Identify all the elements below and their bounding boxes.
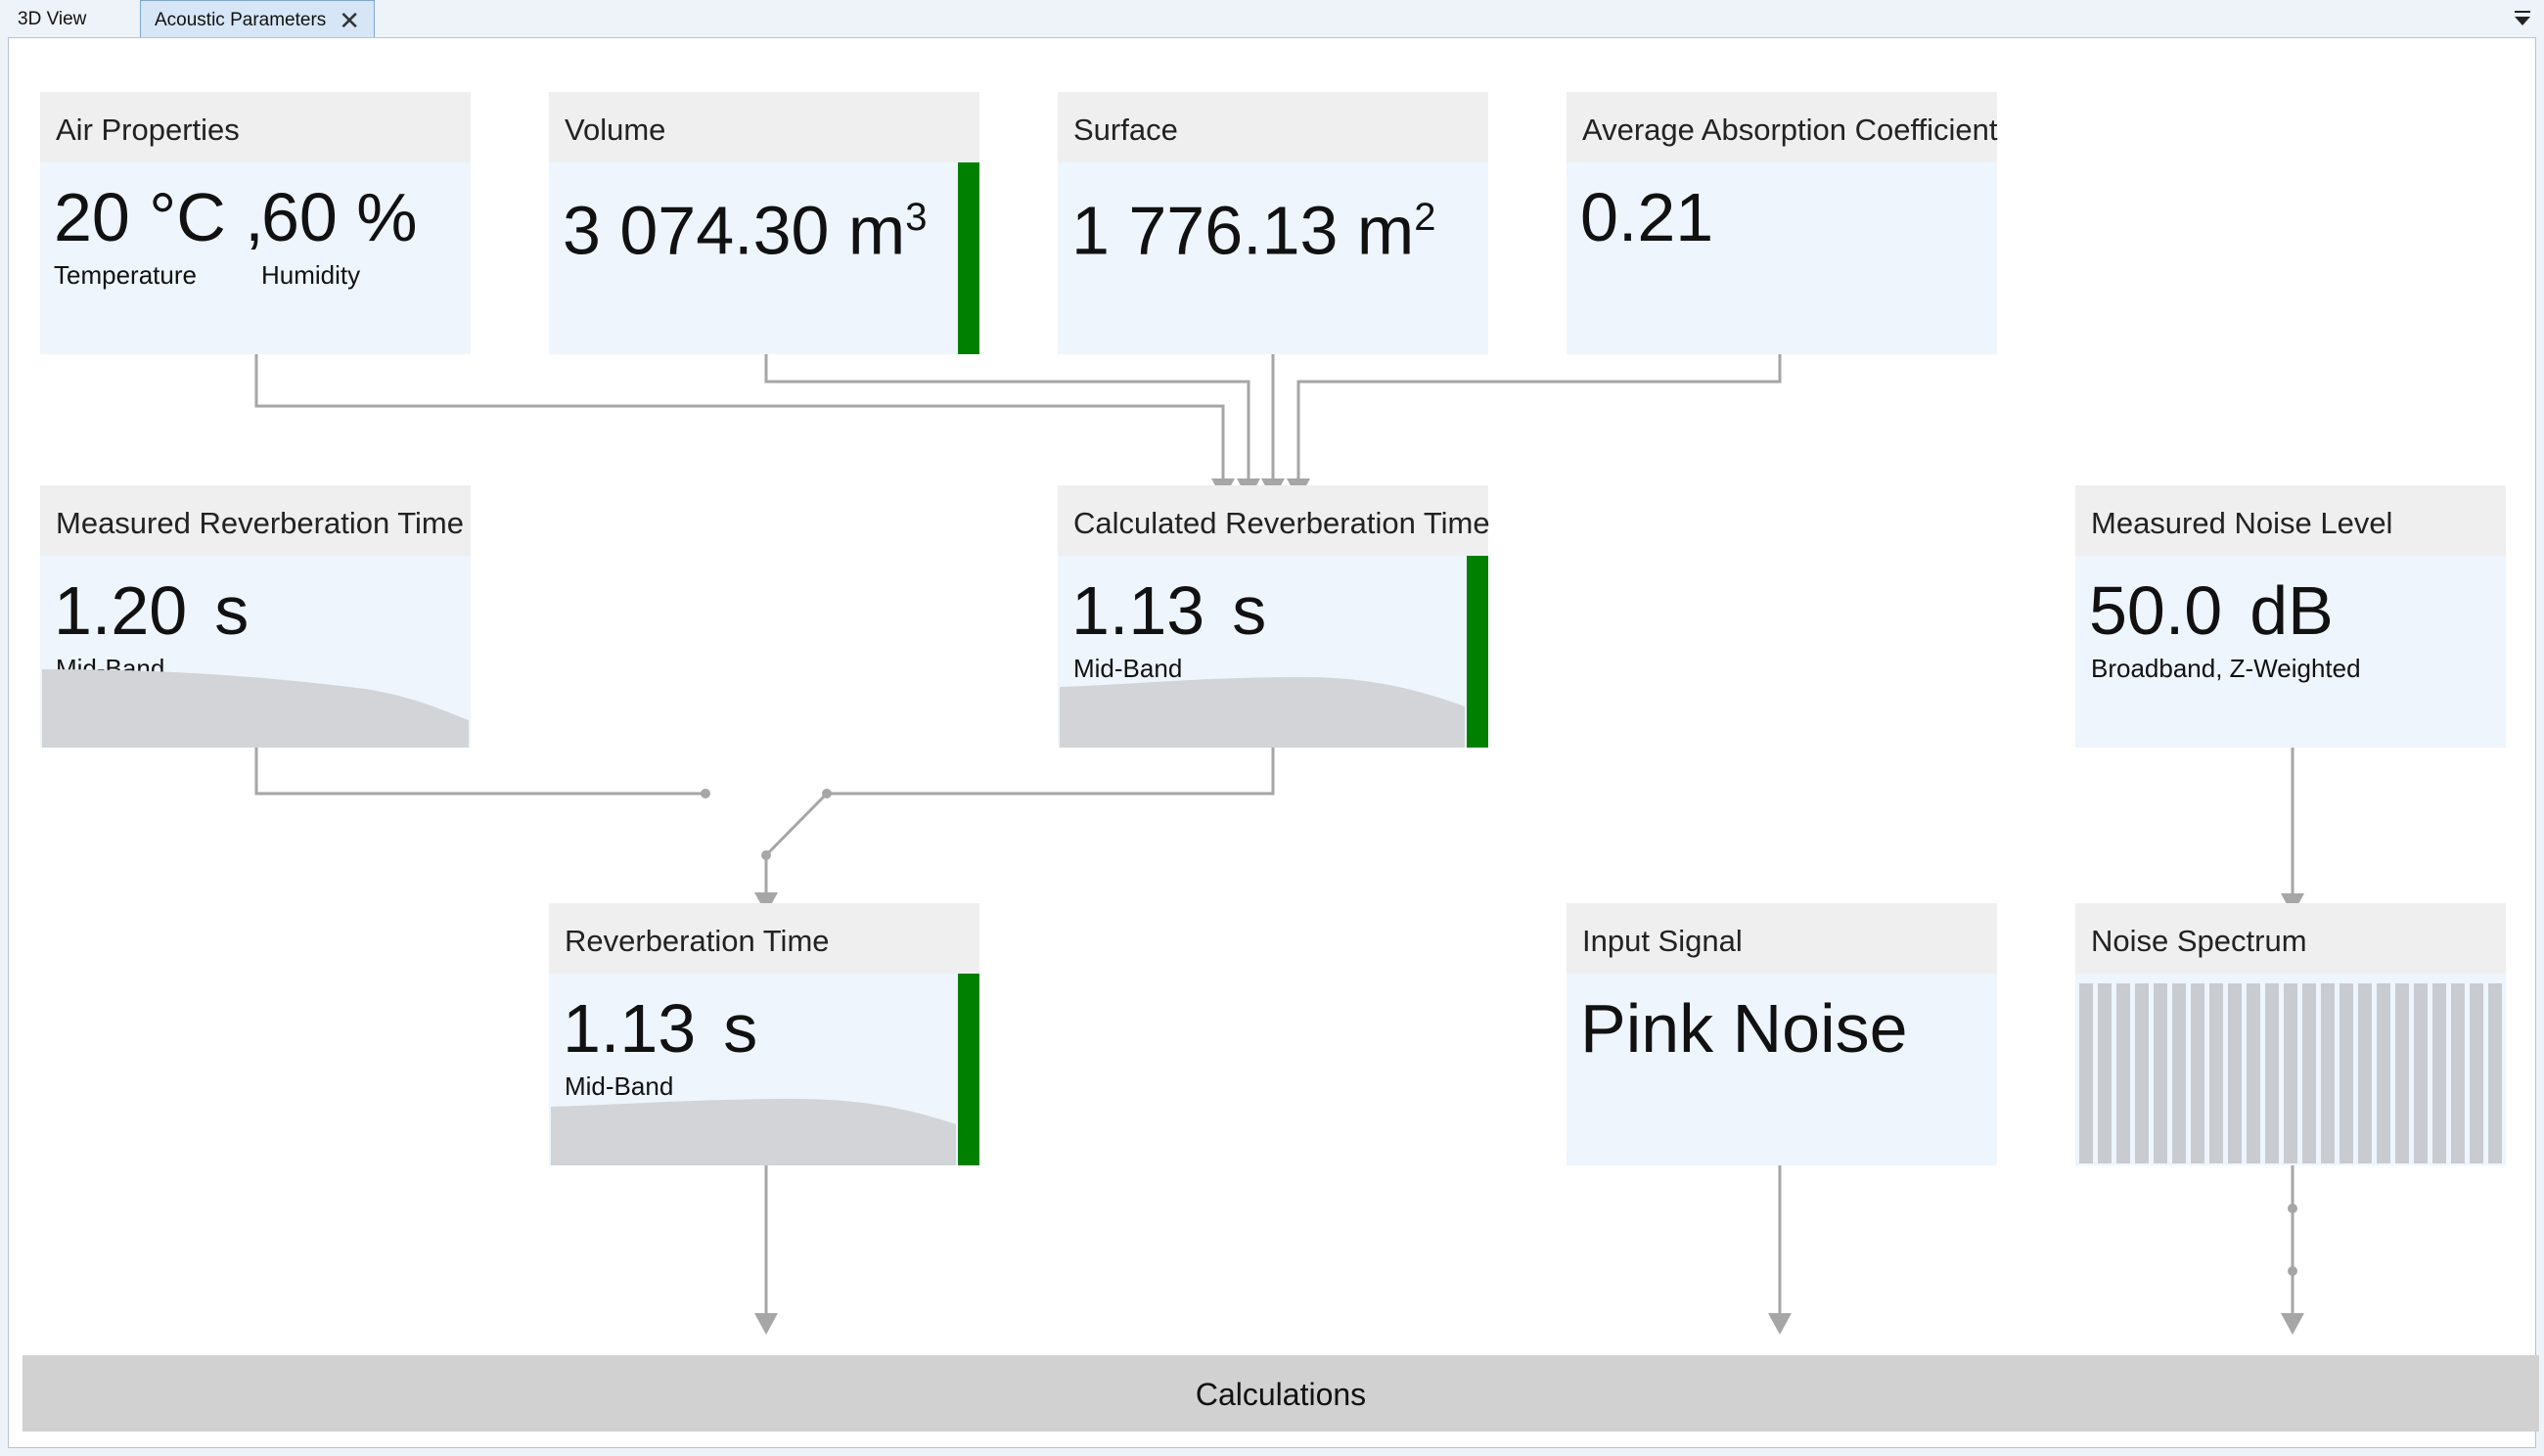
status-indicator — [958, 162, 979, 354]
volume-number: 3 074.30 m — [563, 192, 906, 269]
noise-spectrum-thumbnail — [2079, 983, 2502, 1163]
noise-spectrum-card[interactable]: Noise Spectrum — [2075, 903, 2506, 1165]
tab-3d-view[interactable]: 3D View — [4, 0, 100, 37]
tab-bar: 3D View Acoustic Parameters ✕ — [0, 0, 2544, 37]
acoustic-parameters-canvas: Air Properties 20 °C , 60 % Temperature … — [8, 37, 2539, 1448]
decay-curve-thumbnail — [42, 669, 469, 748]
surface-card[interactable]: Surface 1 776.13 m2 — [1058, 92, 1488, 354]
value-number: 1.20 — [54, 572, 188, 649]
arrow-head — [754, 1313, 778, 1335]
humidity-value: 60 % — [261, 179, 418, 255]
volume-card[interactable]: Volume 3 074.30 m3 — [549, 92, 979, 354]
card-title: Volume — [549, 92, 979, 162]
chevron-down-icon[interactable] — [2511, 8, 2534, 29]
card-title: Average Absorption Coefficient — [1567, 92, 1998, 162]
temperature-value: 20 °C , — [54, 179, 264, 255]
wire-measured-rt-switch — [254, 748, 705, 796]
tab-3d-view-label: 3D View — [18, 9, 87, 29]
measured-noise-level-card[interactable]: Measured Noise Level 50.0 dB Broadband, Z… — [2075, 485, 2506, 748]
switch-contact — [822, 789, 832, 798]
value-number: 1.13 — [1071, 572, 1205, 649]
reverberation-value: 1.13 s — [1071, 569, 1266, 652]
humidity-label: Humidity — [261, 260, 361, 290]
tab-acoustic-parameters-label: Acoustic Parameters — [155, 10, 327, 30]
band-label: Mid-Band — [1073, 654, 1183, 683]
switch-contact — [701, 789, 710, 798]
surface-value: 1 776.13 m2 — [1071, 176, 1436, 271]
switch-contact — [761, 850, 771, 860]
band-label: Mid-Band — [565, 1071, 674, 1101]
reverberation-value: 1.13 s — [563, 987, 757, 1069]
value-unit: s — [1232, 572, 1267, 649]
value-unit: s — [723, 990, 758, 1067]
card-title: Noise Spectrum — [2075, 903, 2506, 974]
switch-contact — [2288, 1266, 2297, 1276]
value-unit: dB — [2249, 572, 2334, 649]
card-title: Air Properties — [40, 92, 471, 162]
volume-value: 3 074.30 m3 — [563, 176, 928, 271]
input-signal-value: Pink Noise — [1580, 990, 1908, 1067]
calculations-label: Calculations — [1195, 1377, 1367, 1412]
reverberation-time-card[interactable]: Reverberation Time 1.13 s Mid-Band — [549, 903, 979, 1165]
status-indicator — [958, 974, 979, 1165]
surface-unit-exponent: 2 — [1414, 196, 1436, 239]
status-indicator — [1467, 556, 1488, 748]
arrow-head — [1768, 1313, 1792, 1335]
calculated-reverberation-time-card[interactable]: Calculated Reverberation Time 1.13 s Mid-… — [1058, 485, 1490, 748]
air-properties-card[interactable]: Air Properties 20 °C , 60 % Temperature … — [40, 92, 471, 354]
card-title: Measured Reverberation Time — [40, 485, 471, 556]
noise-level-value: 50.0 dB — [2089, 569, 2334, 652]
volume-unit-exponent: 3 — [905, 196, 928, 239]
card-title: Calculated Reverberation Time — [1058, 485, 1490, 556]
tab-acoustic-parameters[interactable]: Acoustic Parameters ✕ — [140, 0, 375, 37]
weighting-label: Broadband, Z-Weighted — [2091, 654, 2361, 683]
decay-curve-thumbnail — [1060, 677, 1465, 748]
surface-number: 1 776.13 m — [1071, 192, 1415, 269]
close-icon[interactable]: ✕ — [339, 6, 360, 35]
card-title: Input Signal — [1567, 903, 1997, 974]
switch-contact — [2288, 1204, 2297, 1213]
value-number: 1.13 — [563, 990, 697, 1067]
card-title: Reverberation Time — [549, 903, 979, 974]
decay-curve-thumbnail — [551, 1099, 956, 1165]
absorption-value: 0.21 — [1580, 179, 1714, 255]
wire-absorption-to-calc — [1296, 354, 1782, 478]
spectrum-bars — [2079, 983, 2502, 1163]
wire-calc-rt-switch — [764, 748, 1275, 892]
arrow-head — [2281, 1313, 2304, 1335]
wire-volume-to-calc — [764, 354, 1250, 478]
card-title: Measured Noise Level — [2075, 485, 2506, 556]
input-signal-card[interactable]: Input Signal Pink Noise — [1567, 903, 1997, 1165]
card-title: Surface — [1058, 92, 1488, 162]
absorption-coefficient-card[interactable]: Average Absorption Coefficient 0.21 — [1567, 92, 1998, 354]
calculations-bar[interactable]: Calculations — [23, 1355, 2539, 1432]
wire-air-to-calc — [254, 354, 1225, 478]
temperature-label: Temperature — [54, 260, 197, 290]
value-unit: s — [214, 572, 250, 649]
value-number: 50.0 — [2089, 572, 2223, 649]
reverberation-value: 1.20 s — [54, 569, 249, 652]
